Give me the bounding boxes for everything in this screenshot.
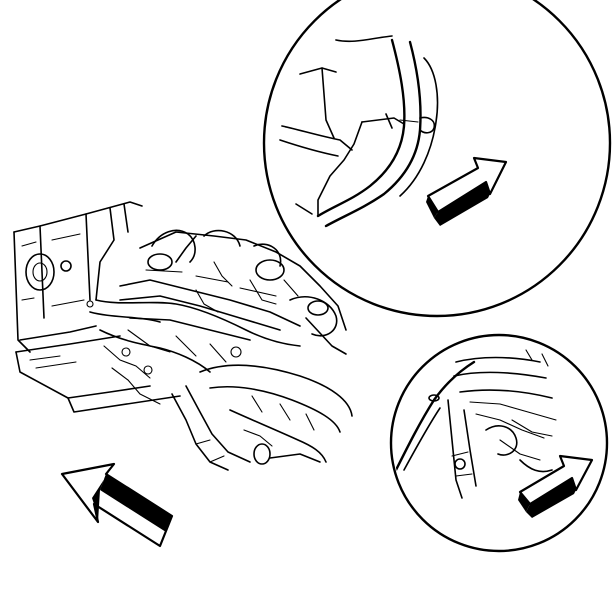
arrow-icon [426,156,508,226]
floor-sill [15,335,181,413]
transmission [199,364,353,463]
arrow-icon [60,462,174,548]
engine-compartment-view [13,201,353,471]
firewall-panel [13,201,143,353]
engine-assembly [86,229,347,405]
detail-view-bottom [389,333,609,553]
arrow-icon [518,454,594,518]
frame-rail [171,385,321,471]
detail-view-top [262,0,612,318]
